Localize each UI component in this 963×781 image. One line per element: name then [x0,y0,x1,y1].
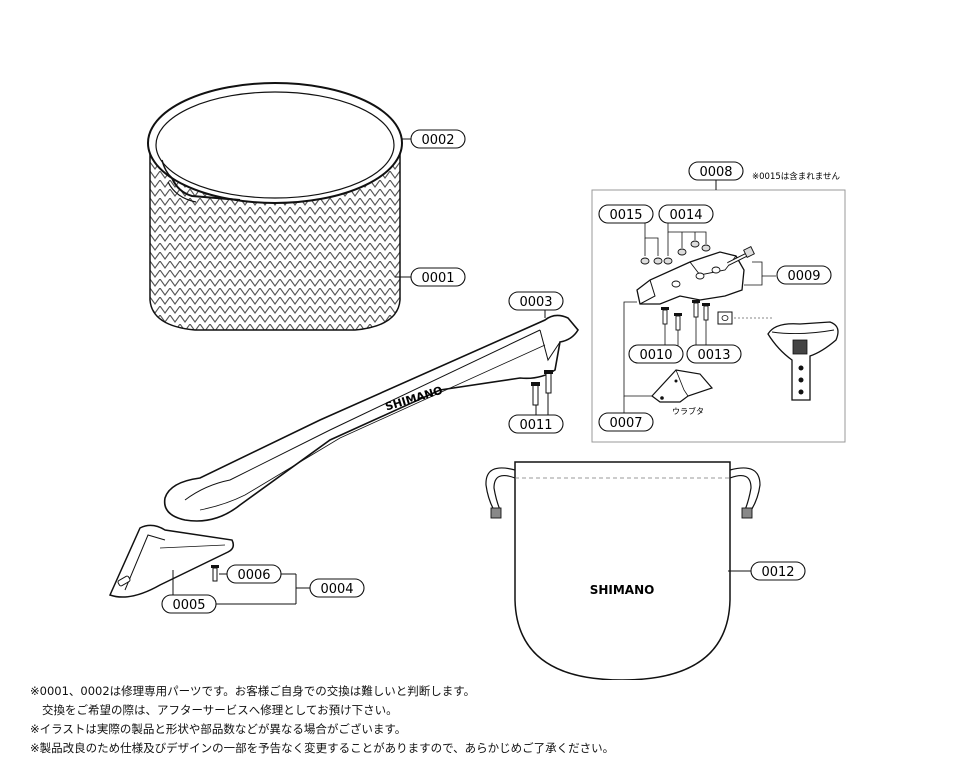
part-label-0012: 0012 [761,565,794,580]
part-label-0009: 0009 [787,269,820,284]
back-cover-illustration [651,369,714,403]
bag-illustration: SHIMANO [485,461,761,680]
part-label-0011: 0011 [519,418,552,433]
back-cover-label: ウラブタ [672,406,704,416]
part-label-0014: 0014 [669,208,702,223]
part-label-0013: 0013 [697,348,730,363]
footnotes: ※0001、0002は修理専用パーツです。お客様ご自身での交換は難しいと判断しま… [30,682,930,758]
end-cap-illustration [108,524,235,598]
bracket-0007-illustration [636,251,745,305]
nut-0009 [717,311,774,325]
part-label-0001: 0001 [421,271,454,286]
part-label-0002: 0002 [421,133,454,148]
part-label-0008: 0008 [699,165,732,180]
clamp-bracket-illustration [767,321,839,401]
part-label-0005: 0005 [172,598,205,613]
bolts-0010-0013 [661,300,710,331]
net-illustration [147,82,403,331]
bolt-0009 [727,246,755,266]
parts-diagram: 0002 0001 SHIMANO 0003 0011 0006 00 [108,82,846,680]
assembly-0008-frame [591,189,846,443]
footnote-illustration: ※イラストは実際の製品と形状や部品数などが異なる場合がございます。 [30,722,407,736]
handle-illustration: SHIMANO [163,314,579,522]
footnote-service: 交換をご希望の際は、アフターサービスへ修理としてお預け下さい。 [42,703,398,717]
part-label-0004: 0004 [320,582,353,597]
part-label-0007: 0007 [609,416,642,431]
part-label-0015: 0015 [609,208,642,223]
nuts-0014-0015 [640,240,711,265]
screw-0006 [211,565,219,582]
footnote-spec-change: ※製品改良のため仕様及びデザインの一部を予告なく変更することがありますので、あら… [30,741,615,755]
part-label-0010: 0010 [639,348,672,363]
note-0015-not-included: ※0015は含まれません [752,171,840,182]
part-label-0006: 0006 [237,568,270,583]
bag-brand-logo: SHIMANO [590,583,655,597]
part-label-0003: 0003 [519,295,552,310]
footnote-repair-only: ※0001、0002は修理専用パーツです。お客様ご自身での交換は難しいと判断しま… [30,684,476,698]
